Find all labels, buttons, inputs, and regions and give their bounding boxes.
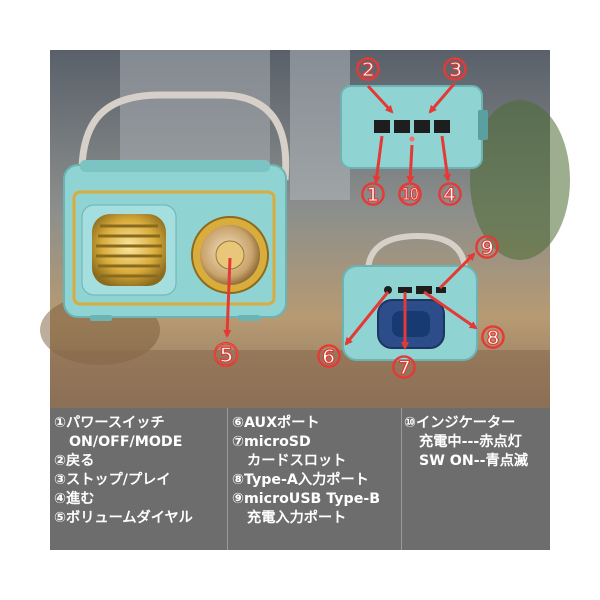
legend-item-power: ①パワースイッチ (54, 415, 165, 431)
speaker-front (63, 91, 290, 321)
microsd-slot (398, 287, 412, 293)
speaker-top-view (340, 85, 488, 169)
legend-column-1: ①パワースイッチ ON/OFF/MODE ②戻る ③ストップ/プレイ ④進む ⑤… (54, 414, 193, 528)
legend-item-indicator: ⑩インジケーター (404, 415, 516, 431)
legend-item-power-modes: ON/OFF/MODE (69, 434, 183, 450)
prev-button (394, 120, 410, 133)
legend-divider (401, 408, 402, 550)
speaker-foot (238, 315, 260, 321)
legend-item-type-a: ⑧Type-A入力ポート (232, 472, 369, 488)
play-stop-button (414, 120, 430, 133)
legend-item-microsd-slot: カードスロット (247, 453, 347, 469)
microusb-port (436, 287, 446, 293)
callout-labels: ② ③ ① ⑩ ④ ⑨ ⑧ ⑥ ⑦ ⑤ (211, 52, 507, 386)
legend-column-2: ⑥AUXポート ⑦microSD カードスロット ⑧Type-A入力ポート ⑨m… (232, 414, 380, 528)
callout-8: ⑧ (480, 321, 507, 356)
legend-item-volume: ⑤ボリュームダイヤル (54, 510, 193, 526)
legend-item-charge-port: 充電入力ポート (247, 510, 347, 526)
legend-item-charging-red: 充電中---赤点灯 (419, 434, 522, 450)
callout-7: ⑦ (391, 351, 418, 386)
aux-port (384, 286, 392, 294)
callout-4: ④ (437, 178, 464, 213)
callout-5: ⑤ (212, 336, 241, 374)
speaker-grille (92, 214, 166, 286)
callout-10: ⑩ (397, 178, 424, 213)
speaker-top-strip (80, 160, 270, 172)
speaker-foot (90, 315, 112, 321)
legend-item-next: ④進む (54, 491, 95, 507)
legend-divider (227, 408, 228, 550)
speaker-back-view (342, 232, 478, 361)
legend-panel: ①パワースイッチ ON/OFF/MODE ②戻る ③ストップ/プレイ ④進む ⑤… (50, 408, 550, 550)
speaker-gold-frame (72, 190, 276, 306)
callout-arrows (223, 83, 478, 350)
legend-item-sw-on-blue: SW ON--青点滅 (419, 453, 529, 469)
table-surface (50, 350, 550, 408)
next-button (434, 120, 450, 133)
callout-6: ⑥ (316, 340, 343, 375)
callout-9: ⑨ (474, 231, 501, 266)
legend-column-3: ⑩インジケーター 充電中---赤点灯 SW ON--青点滅 (404, 414, 528, 471)
usb-a-port (416, 286, 432, 294)
legend-item-microsd: ⑦microSD (232, 434, 311, 450)
grille-slots (96, 224, 162, 278)
legend-item-aux: ⑥AUXポート (232, 415, 320, 431)
callout-1: ① (360, 178, 387, 213)
power-switch (374, 120, 390, 133)
legend-item-back: ②戻る (54, 453, 95, 469)
legend-item-stop-play: ③ストップ/プレイ (54, 472, 171, 488)
speaker-handle (78, 91, 290, 181)
callout-2: ② (355, 53, 382, 88)
plant-blur (470, 100, 570, 260)
legend-item-microusb: ⑨microUSB Type-B (232, 491, 381, 507)
callout-3: ③ (442, 53, 469, 88)
back-handle (365, 232, 468, 273)
indicator-led (409, 136, 415, 142)
